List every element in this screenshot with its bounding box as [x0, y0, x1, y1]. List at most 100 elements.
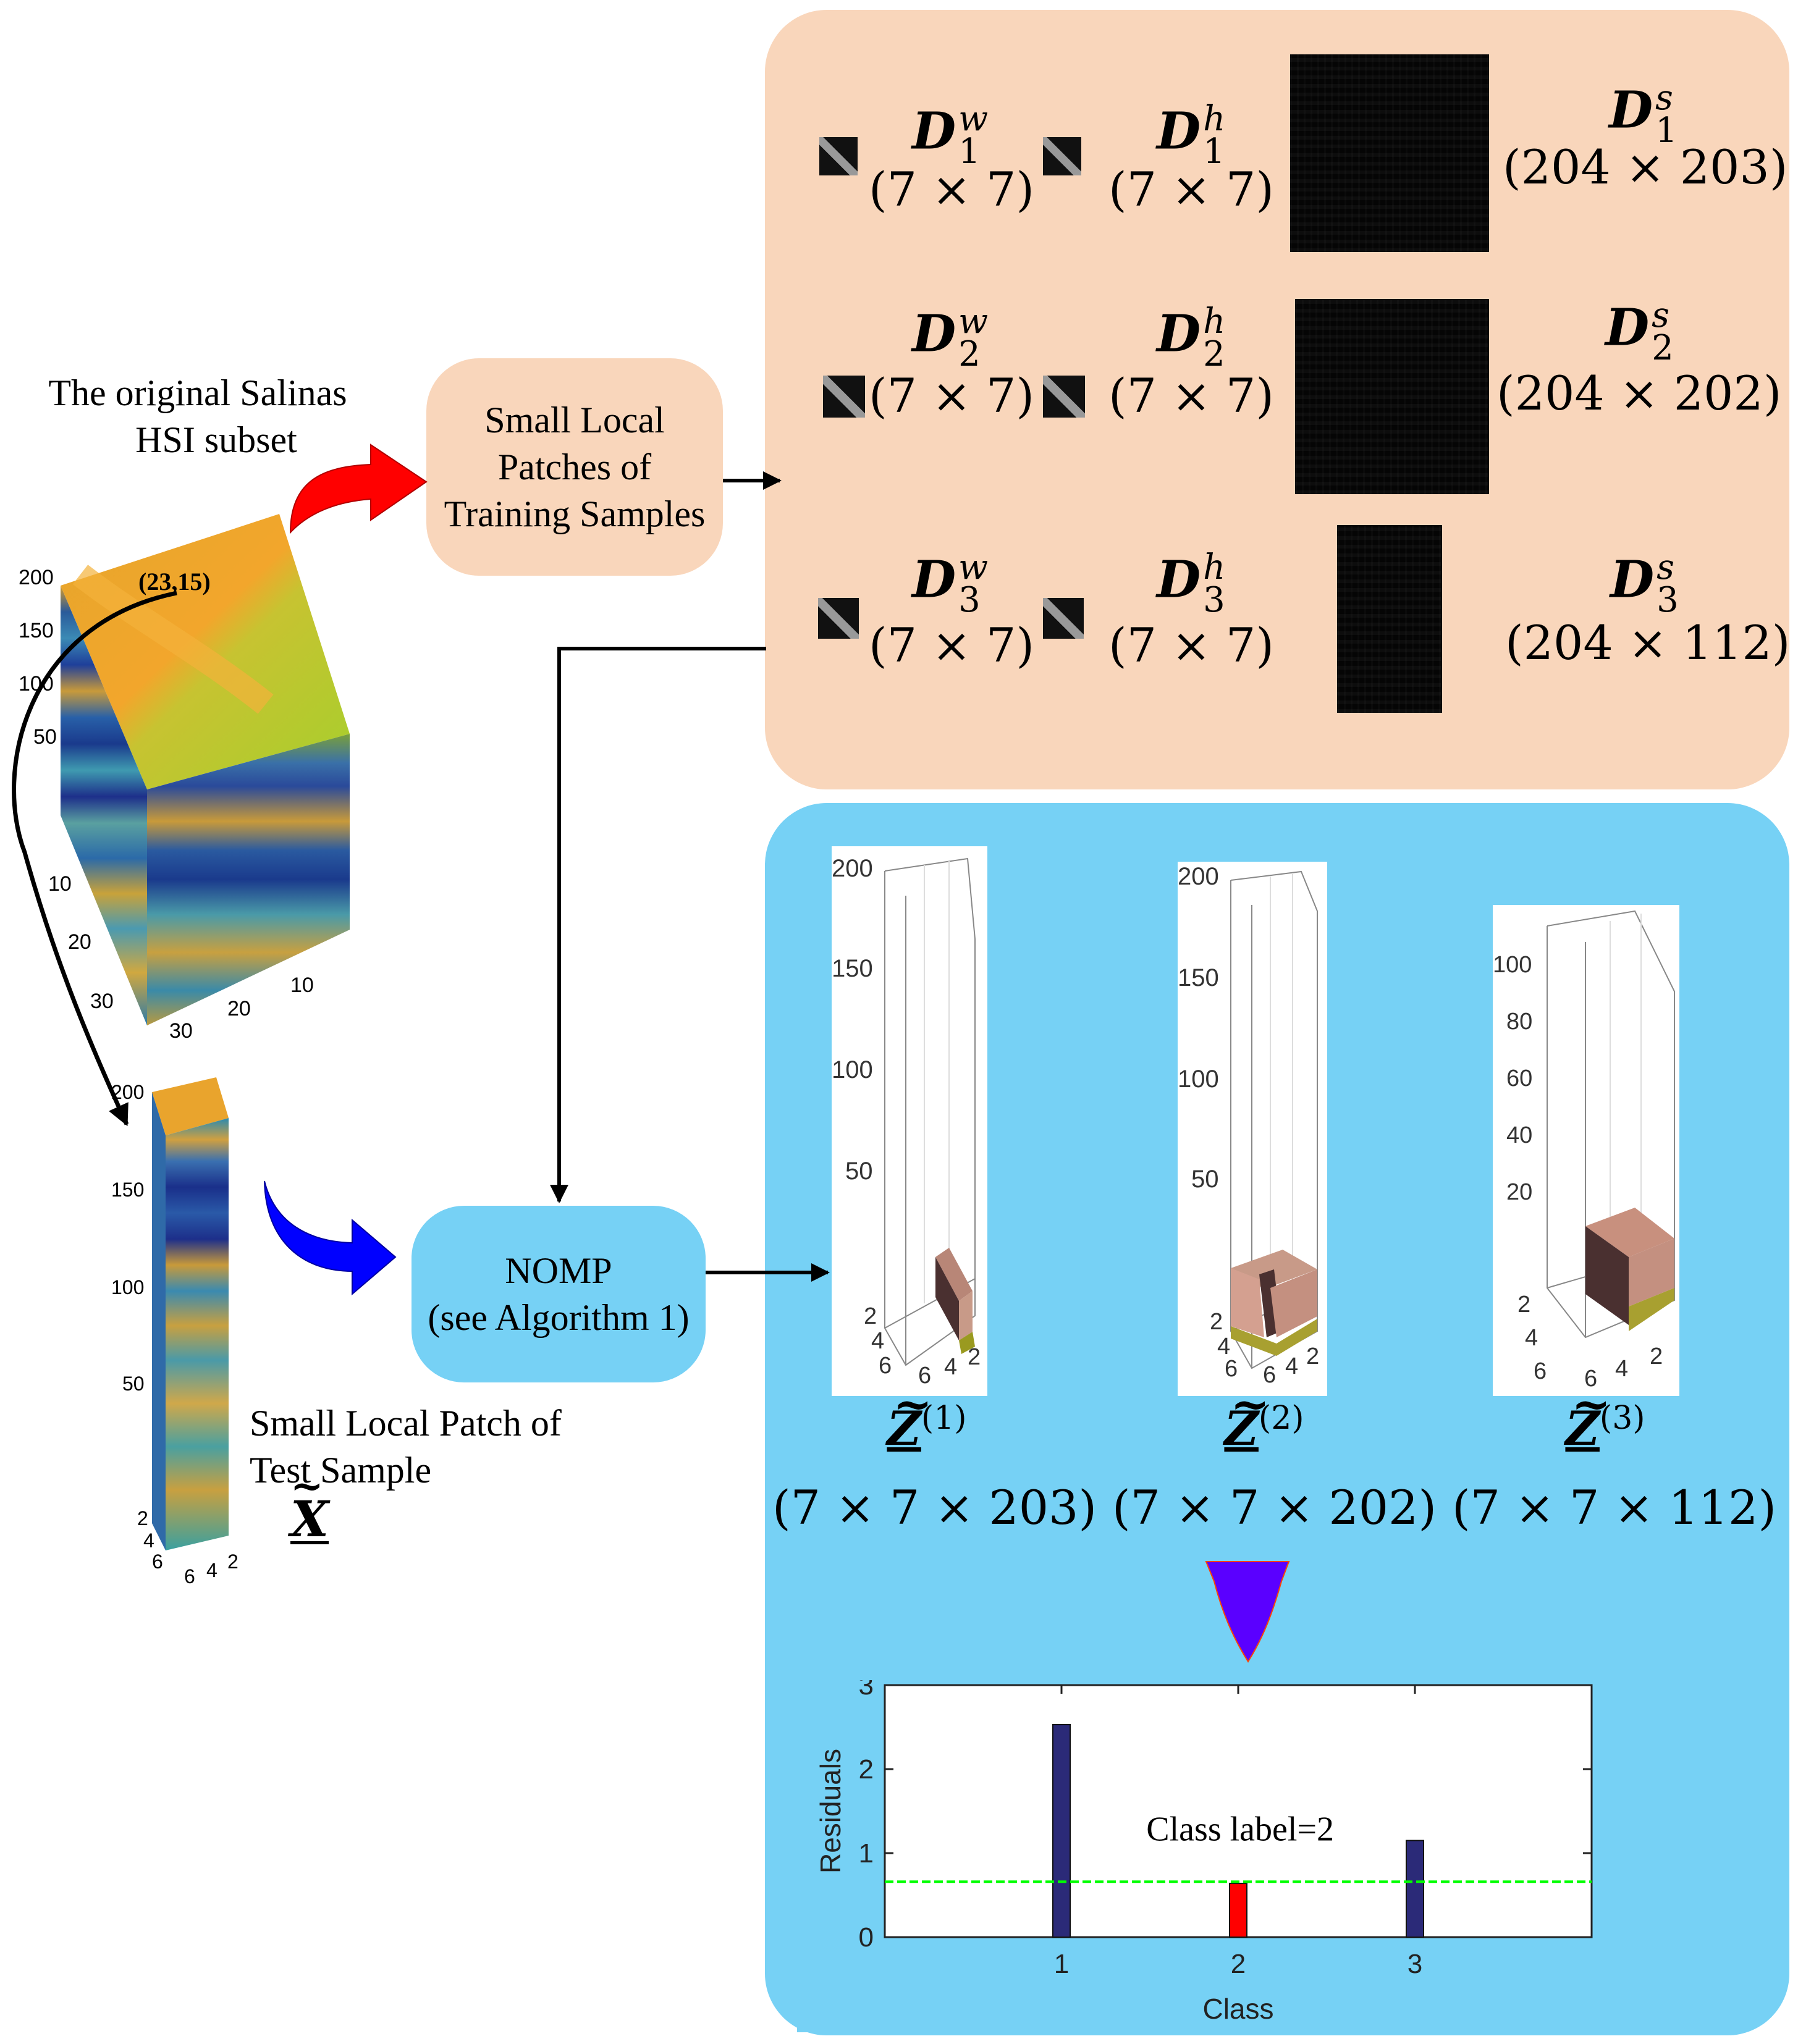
coef-1-y-tick: 4	[871, 1328, 885, 1354]
y-tick-label: 1	[859, 1838, 874, 1869]
test-patch-x-tick: 2	[227, 1550, 238, 1573]
coef-2-z-tick: 200	[1178, 863, 1219, 890]
hsi-y-tick: 30	[90, 990, 114, 1013]
coef-2-z-tick: 100	[1178, 1066, 1219, 1093]
test-patch-plot	[152, 1077, 229, 1550]
x-axis-label: Class	[1202, 1993, 1273, 2025]
dict-h2-image	[1043, 376, 1085, 418]
coef-plot-1-svg	[884, 857, 976, 1366]
hsi-x-tick: 10	[290, 974, 314, 997]
dict-symbol-sup: h	[1203, 301, 1226, 342]
dict-w1-image	[819, 137, 858, 175]
dict-s3-dim: (204 × 112)	[1505, 615, 1791, 670]
coef-3-x-tick: 2	[1650, 1344, 1663, 1369]
dict-symbol-sup: s	[1655, 78, 1673, 118]
pixel-coordinate: (23,15)	[138, 568, 211, 595]
dict-h1-image	[1043, 137, 1081, 175]
coef-plot-3: 100 80 60 40 20 2 4 6 6 4 2	[1493, 905, 1679, 1396]
test-patch-label: Small Local Patch of Test Sample	[250, 1400, 596, 1494]
test-patch-z-tick: 50	[122, 1373, 145, 1395]
dict-symbol-sub: 1	[958, 132, 981, 172]
arrow-dictionaries-to-nomp	[550, 647, 766, 1203]
dict-symbol-sup: h	[1203, 547, 1226, 587]
dict-h3-image	[1043, 598, 1084, 639]
coef-3-dim: (7 × 7 × 112)	[1452, 1480, 1777, 1535]
coef-2-x-tick: 6	[1263, 1362, 1277, 1388]
coef-2-y-tick: 6	[1225, 1356, 1238, 1382]
test-patch-z-tick: 100	[111, 1276, 145, 1298]
dict-symbol-base: D	[912, 304, 956, 364]
dict-w2-image	[823, 376, 865, 418]
dict-w3-image	[818, 598, 859, 639]
blue-arrow	[264, 1180, 397, 1296]
nomp-box-line2: (see Algorithm 1)	[428, 1297, 690, 1338]
hsi-z-tick: 200	[19, 566, 54, 589]
dict-symbol-sup: w	[958, 301, 989, 342]
dict-symbol-sub: 1	[1655, 111, 1678, 151]
coef-1-z-tick: 50	[845, 1158, 873, 1185]
test-patch-side	[166, 1118, 229, 1550]
coef-1-z-tick: 200	[832, 855, 873, 882]
coef-plot-2: 200 150 100 50 2 4 6 6 4 2	[1178, 862, 1327, 1396]
nomp-box: NOMP (see Algorithm 1)	[412, 1206, 706, 1382]
x-tick-label: 2	[1231, 1949, 1246, 1979]
coef-3-x-tick: 4	[1615, 1356, 1629, 1382]
y-tick-label: 3	[859, 1680, 874, 1701]
coef-2-x-tick: 4	[1285, 1353, 1299, 1379]
hsi-x-tick: 20	[227, 997, 251, 1020]
hsi-y-tick: 10	[48, 872, 72, 896]
coef-plot-1: 200 150 100 50 2 4 6 6 4 2	[832, 846, 987, 1396]
dict-w1-dim: (7 × 7)	[869, 162, 1035, 217]
dict-symbol-sub: 2	[1203, 334, 1225, 375]
test-patch-symbol: ~ X	[290, 1463, 329, 1548]
hsi-cube-plot	[61, 514, 350, 1025]
dict-symbol-sub: 1	[1203, 132, 1225, 172]
residual-bar	[1052, 1723, 1071, 1938]
coef-1-x-tick: 2	[968, 1344, 981, 1370]
coef-3-x-tick: 6	[1584, 1366, 1598, 1392]
dict-symbol-sub: 3	[1657, 580, 1679, 621]
dict-symbol-base: D	[1605, 298, 1650, 358]
coef-3-y-tick: 6	[1534, 1358, 1547, 1384]
dict-symbol-base: D	[1610, 550, 1655, 610]
coef-1-y-tick: 2	[864, 1303, 877, 1329]
coef-2-z-tick: 150	[1178, 964, 1219, 991]
nomp-box-line1: NOMP	[505, 1250, 612, 1291]
dict-s1-image	[1290, 54, 1489, 252]
coef-3-y-tick: 4	[1525, 1325, 1538, 1351]
dict-symbol-sub: 2	[1652, 328, 1674, 369]
hsi-y-tick: 20	[68, 930, 91, 954]
hsi-title: The original Salinas HSI subset	[37, 369, 358, 463]
dict-symbol-base: D	[912, 101, 956, 161]
hsi-z-tick: 50	[33, 725, 57, 749]
dict-symbol-sub: 2	[958, 334, 981, 375]
coef-1-z-tick: 150	[832, 955, 873, 982]
x-tick-label: 3	[1408, 1949, 1422, 1979]
coef-2-y-tick: 4	[1217, 1334, 1231, 1360]
dict-symbol-sup: w	[958, 99, 989, 139]
test-patch-top	[152, 1077, 229, 1135]
dict-w2-dim: (7 × 7)	[869, 368, 1035, 423]
dict-s2-image	[1295, 299, 1489, 494]
hsi-x-tick: 30	[169, 1019, 193, 1043]
arrow-pixel-to-patch	[12, 591, 177, 1127]
coef-3-z-tick: 40	[1506, 1122, 1533, 1148]
coef-3-sup: (3)	[1599, 1400, 1645, 1437]
residual-bar	[1406, 1840, 1424, 1938]
dict-h3-dim: (7 × 7)	[1108, 618, 1275, 673]
hsi-cube-side	[147, 734, 350, 1025]
hsi-title-line1: The original Salinas	[48, 372, 347, 413]
y-axis-label: Residuals	[814, 1749, 846, 1874]
hsi-cube-front	[61, 586, 147, 1025]
coef-plot-2-svg	[1230, 870, 1318, 1369]
coef-3-z-tick: 100	[1493, 952, 1532, 978]
coef-1-x-tick: 6	[918, 1363, 932, 1389]
